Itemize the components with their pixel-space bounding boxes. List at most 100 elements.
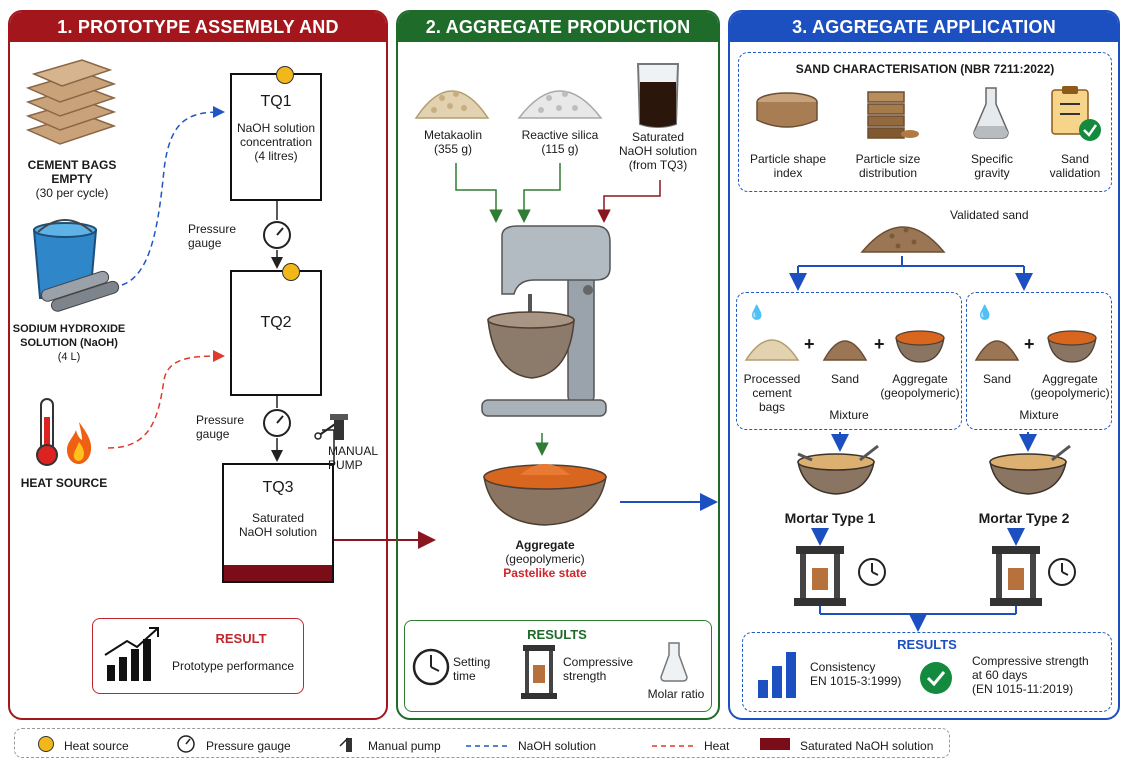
result-text: Prototype performance xyxy=(171,659,295,673)
pressure-gauge-label-2: Pressure gauge xyxy=(196,413,245,441)
aggregate-bowl-icon xyxy=(483,464,607,526)
mortar-bowl-icon xyxy=(989,444,1071,495)
sieve-stack-icon xyxy=(867,91,919,139)
mix1-label: Mixture xyxy=(829,408,869,422)
heat-source-indicator-tq2 xyxy=(282,263,300,281)
tq3-description: Saturated NaOH solution xyxy=(238,511,318,539)
mix2-label: Mixture xyxy=(1019,408,1059,422)
legend-naoh-solution: NaOH solution xyxy=(518,739,597,753)
panel-title-prototype: 1. PROTOTYPE ASSEMBLY AND OPERATION xyxy=(10,12,386,67)
metakaolin-icon xyxy=(414,90,490,119)
mixture-2-box xyxy=(966,292,1112,430)
mix2-item-1: Sand xyxy=(982,372,1012,386)
result-box: RESULT Prototype performance xyxy=(92,618,304,694)
panel-aggregate-application: 3. AGGREGATE APPLICATION xyxy=(728,10,1120,720)
compression-press-icon xyxy=(521,645,557,699)
bar-chart-icon xyxy=(758,652,796,698)
saturated-solution-level xyxy=(224,565,332,581)
flame-icon xyxy=(67,422,92,464)
manual-pump-legend-icon xyxy=(339,737,352,752)
tank-tq2: TQ2 xyxy=(230,270,322,396)
processed-bags-icon xyxy=(744,339,800,361)
panel-title-application: 3. AGGREGATE APPLICATION xyxy=(730,12,1118,42)
sand-pile-icon xyxy=(974,340,1020,361)
legend-heat-source: Heat source xyxy=(64,739,129,753)
legend-pressure-gauge: Pressure gauge xyxy=(206,739,291,753)
results-title-application: RESULTS xyxy=(897,637,957,652)
heat-line-legend-icon xyxy=(652,745,696,747)
aggregate-bowl-icon xyxy=(895,330,945,363)
tq1-description: NaOH solution concentration (4 litres) xyxy=(236,121,316,163)
plus-icon: + xyxy=(874,334,885,354)
manual-pump-label: MANUAL PUMP xyxy=(328,444,379,472)
water-drop-icon: 💧 xyxy=(976,304,994,320)
mortar-type-1-label: Mortar Type 1 xyxy=(784,510,876,526)
cement-bags-icon xyxy=(25,59,117,145)
heat-source-indicator-tq1 xyxy=(276,66,294,84)
aggregate-label: Aggregate (geopolymeric) xyxy=(505,538,585,566)
stand-mixer-icon xyxy=(481,225,611,417)
sodium-hydroxide-label: SODIUM HYDROXIDE SOLUTION (NaOH) (4 L) xyxy=(12,323,126,363)
sieve-icon xyxy=(756,92,818,128)
legend-saturated: Saturated NaOH solution xyxy=(800,739,934,753)
sand-item-4: Sand validation xyxy=(1049,152,1101,180)
results-box-application xyxy=(742,632,1112,712)
molar-ratio-label: Molar ratio xyxy=(647,687,705,701)
tank-tq3: TQ3 Saturated NaOH solution xyxy=(222,463,334,583)
pressure-gauge-icon xyxy=(263,221,291,249)
reactive-silica-label: Reactive silica (115 g) xyxy=(521,128,599,156)
saturated-legend-swatch xyxy=(760,738,790,750)
sand-validation-icon xyxy=(1051,86,1101,141)
metakaolin-label: Metakaolin (355 g) xyxy=(423,128,483,156)
legend-manual-pump: Manual pump xyxy=(368,739,441,753)
results-box-production: RESULTS Setting time Compressive strengt… xyxy=(404,620,712,712)
clock-icon xyxy=(412,648,450,686)
sand-item-2: Particle size distribution xyxy=(855,152,921,180)
legend-heat: Heat xyxy=(704,739,730,753)
legend-box xyxy=(14,728,950,758)
mortar-bowl-icon xyxy=(797,444,879,495)
sand-characterisation-title: SAND CHARACTERISATION (NBR 7211:2022) xyxy=(795,62,1055,76)
aggregate-bowl-icon xyxy=(1047,330,1097,363)
specific-gravity-flask-icon xyxy=(973,87,1009,139)
plus-icon: + xyxy=(1024,334,1035,354)
heat-source-legend-icon xyxy=(38,736,54,752)
validated-sand-label: Validated sand xyxy=(950,208,1029,222)
check-circle-icon xyxy=(920,662,952,694)
plus-icon: + xyxy=(804,334,815,354)
mix1-item-2: Sand xyxy=(830,372,860,386)
compression-press-icon xyxy=(990,546,1042,606)
compression-press-icon xyxy=(794,546,846,606)
compressive-60-label: Compressive strength at 60 days (EN 1015… xyxy=(972,654,1089,696)
naoh-bucket-icon xyxy=(32,219,120,312)
naoh-line-legend-icon xyxy=(466,745,510,747)
sand-pile-icon xyxy=(822,340,868,361)
heat-source-label: HEAT SOURCE xyxy=(20,476,108,490)
thermometer-icon xyxy=(36,398,58,466)
setting-time-label: Setting time xyxy=(453,655,491,683)
reactive-silica-icon xyxy=(517,90,603,119)
pressure-gauge-label-1: Pressure gauge xyxy=(188,222,237,250)
result-title: RESULT xyxy=(215,631,267,646)
sand-characterisation-box xyxy=(738,52,1112,192)
flask-icon xyxy=(660,642,688,682)
mix1-item-1: Processed cement bags xyxy=(743,372,801,414)
pastelike-label: Pastelike state xyxy=(503,566,587,580)
manual-pump-icon xyxy=(314,414,348,440)
mortar-type-2-label: Mortar Type 2 xyxy=(978,510,1070,526)
performance-chart-icon xyxy=(104,627,159,681)
mix2-item-2: Aggregate (geopolymeric) xyxy=(1030,372,1110,400)
pressure-gauge-icon xyxy=(263,409,291,437)
panel-title-production: 2. AGGREGATE PRODUCTION xyxy=(398,12,718,42)
beaker-icon xyxy=(636,63,680,128)
tank-tq1: TQ1 NaOH solution concentration (4 litre… xyxy=(230,73,322,201)
results-title-production: RESULTS xyxy=(527,627,587,642)
consistency-label: Consistency EN 1015-3:1999) xyxy=(810,660,902,688)
compressive-strength-label: Compressive strength xyxy=(563,655,634,683)
clock-icon xyxy=(1048,558,1076,586)
water-drop-icon: 💧 xyxy=(748,304,766,320)
validated-sand-icon xyxy=(860,226,946,253)
panel-prototype: 1. PROTOTYPE ASSEMBLY AND OPERATION xyxy=(8,10,388,720)
